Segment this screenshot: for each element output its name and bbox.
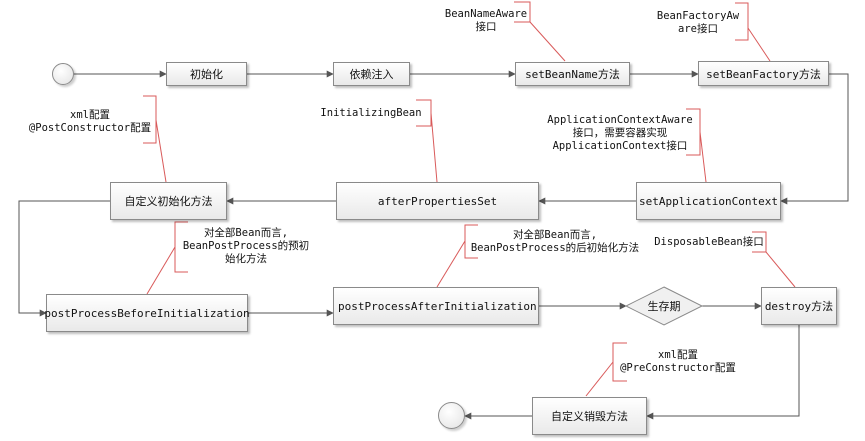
note-leader-appcontextaware: [699, 131, 707, 183]
note-line: ApplicationContextAware: [547, 114, 693, 126]
note-line: BeanNameAware: [444, 8, 528, 20]
note-line: DisposableBean接口: [654, 236, 764, 248]
note-line: InitializingBean: [320, 107, 422, 119]
note-bean-factory-aware: BeanFactoryAw are接口: [648, 10, 748, 36]
note-line: 对全部Bean而言,: [512, 229, 598, 241]
note-xml-post-constructor: xml配置 @PostConstructor配置: [22, 109, 158, 135]
note-line: 接口，需要容器实现: [572, 127, 668, 139]
note-leader-initializingbean: [430, 112, 438, 183]
node-post-process-after-init: postProcessAfterInitialization: [333, 287, 539, 325]
lifecycle-diamond: [624, 286, 704, 326]
note-bean-name-aware: BeanNameAware 接口: [436, 8, 536, 34]
note-disposable-bean: DisposableBean接口: [650, 236, 768, 249]
node-custom-destroy: 自定义销毁方法: [532, 397, 647, 435]
note-line: BeanFactoryAw: [656, 10, 740, 22]
note-line: are接口: [678, 23, 718, 35]
note-leader-beanfactoryaware: [747, 27, 771, 62]
node-init: 初始化: [166, 62, 247, 86]
note-leader-beannameaware: [529, 21, 566, 62]
note-bracket-disposable: [752, 231, 767, 253]
note-post-init: 对全部Bean而言, BeanPostProcess的后初始化方法: [465, 229, 645, 255]
note-leader-xml-pre: [585, 361, 614, 397]
arrow-destroy-to-customdestroy: [646, 325, 800, 420]
node-set-bean-factory: setBeanFactory方法: [698, 61, 829, 86]
note-pre-init: 对全部Bean而言, BeanPostProcess的预初 始化方法: [176, 227, 316, 266]
node-lifecycle-label: 生存期: [647, 300, 681, 313]
note-line: @PreConstructor配置: [620, 362, 736, 374]
note-bracket-beannameaware: [514, 1, 531, 23]
note-line: @PostConstructor配置: [28, 122, 152, 134]
note-leader-postinit: [436, 240, 466, 288]
note-line: 对全部Bean而言,: [203, 227, 289, 239]
note-bracket-beanfactoryaware: [735, 2, 749, 41]
note-xml-pre-constructor: xml配置 @PreConstructor配置: [612, 349, 744, 375]
node-dependency-injection: 依赖注入: [333, 62, 410, 86]
note-line: xml配置: [658, 349, 698, 361]
note-leader-preinit: [146, 246, 176, 295]
note-leader-disposable: [765, 251, 796, 288]
node-set-bean-name: setBeanName方法: [515, 62, 630, 86]
node-post-process-before-init: postProcessBeforeInitialization: [44, 294, 250, 332]
note-initializing-bean: InitializingBean: [312, 107, 430, 120]
note-line: 接口: [475, 21, 497, 33]
start-node: [52, 63, 74, 85]
note-bracket-xml-post: [143, 95, 157, 144]
note-line: ApplicationContext接口: [552, 140, 688, 152]
node-after-properties-set: afterPropertiesSet: [336, 182, 539, 220]
end-node: [438, 402, 465, 429]
node-set-application-context: setApplicationContext: [636, 182, 781, 220]
arrow-setbeanfactory-to-setappcontext: [780, 73, 849, 205]
arrow-custominit-to-beforeinit: [18, 200, 110, 317]
note-line: BeanPostProcess的后初始化方法: [470, 242, 640, 254]
note-line: BeanPostProcess的预初: [182, 240, 310, 252]
node-custom-init: 自定义初始化方法: [110, 182, 227, 220]
note-leader-xml-post: [155, 119, 167, 183]
note-application-context-aware: ApplicationContextAware 接口，需要容器实现 Applic…: [540, 114, 700, 153]
note-line: xml配置: [70, 109, 110, 121]
node-destroy: destroy方法: [761, 287, 837, 325]
note-line: 始化方法: [225, 253, 267, 265]
